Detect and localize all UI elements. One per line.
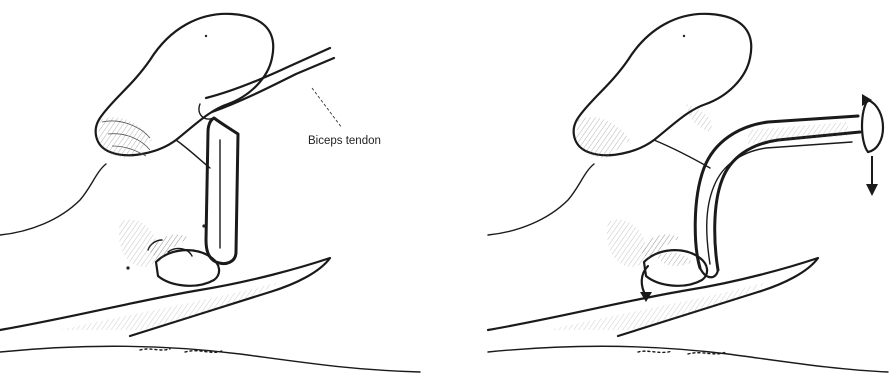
marker-dot: [202, 224, 205, 227]
coracoid-process-shape: [96, 14, 274, 158]
vertical-limb-shape: [206, 118, 238, 264]
biceps-tendon-shape: [199, 48, 334, 119]
shaded-region: [119, 219, 158, 267]
left-illustration-panel: Biceps tendon: [0, 0, 448, 390]
shoulder-illustration-right: [448, 0, 896, 390]
marker-dot: [683, 35, 685, 37]
coracoid-process-shape: [574, 14, 752, 158]
marker-dot: [205, 35, 207, 37]
leader-line: [312, 88, 342, 128]
shoulder-illustration-left: Biceps tendon: [0, 0, 448, 390]
right-illustration-panel: [448, 0, 896, 390]
marker-dot: [126, 266, 129, 269]
rotation-arrow-icon: [862, 94, 883, 152]
down-arrow-icon: [866, 156, 878, 196]
biceps-tendon-shape: [695, 116, 860, 277]
scapula-outline: [0, 140, 210, 235]
biceps-tendon-label: Biceps tendon: [308, 135, 381, 147]
humerus-surface: [488, 258, 888, 372]
humerus-surface: [0, 258, 420, 372]
glenoid-labrum-shape: [148, 234, 219, 285]
shaded-region: [607, 219, 646, 267]
